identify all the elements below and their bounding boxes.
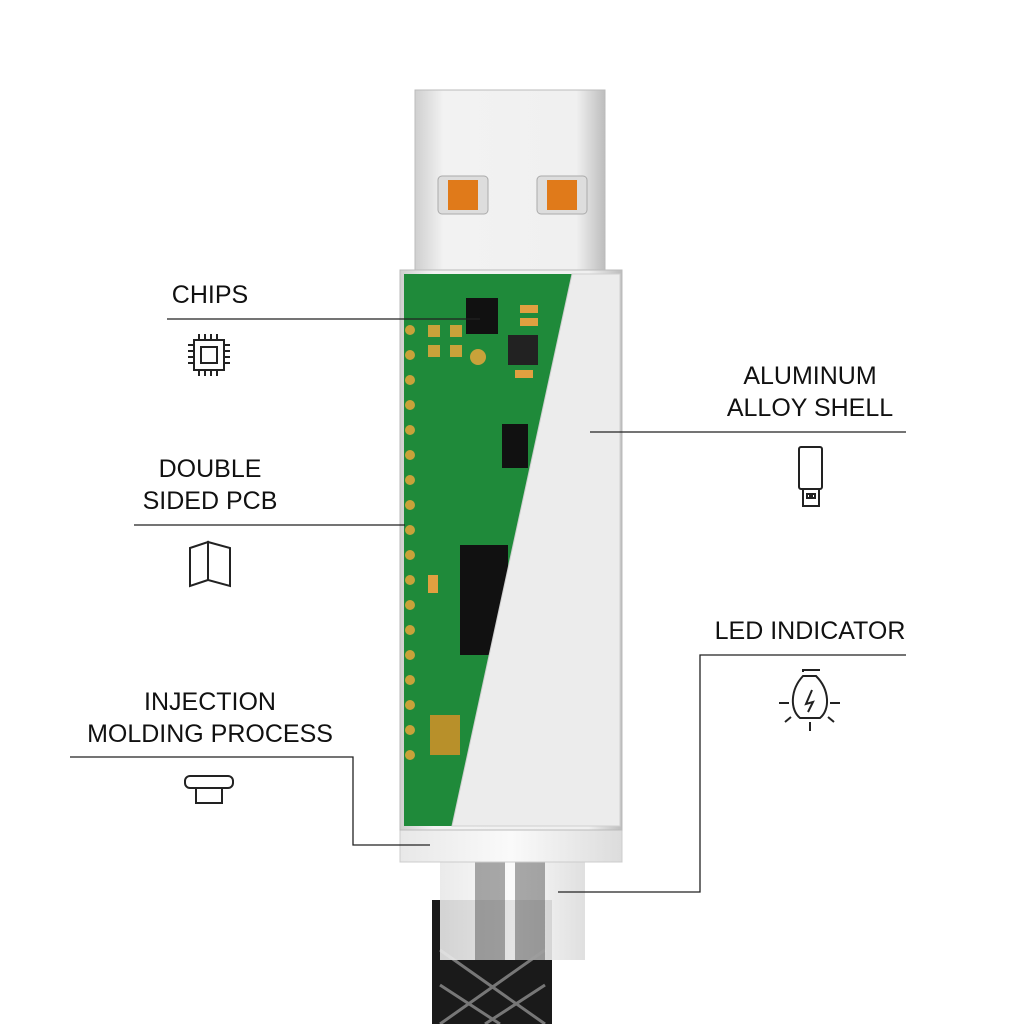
usb-stick-icon (798, 446, 823, 507)
pcb-label-line2: SIDED PCB (142, 487, 278, 515)
shell-label-line2: ALLOY SHELL (726, 394, 894, 422)
chip (466, 298, 498, 334)
pcb-label-line1: DOUBLE (158, 455, 262, 483)
contact-left (448, 180, 478, 210)
overmold-base (399, 827, 623, 863)
callout-lines (70, 318, 906, 893)
pcb-board (404, 274, 572, 826)
aluminum-shell (451, 273, 621, 827)
led-label: LED INDICATOR (714, 617, 906, 645)
chips-label: CHIPS (171, 281, 249, 309)
shell-label-line1: ALUMINUM (743, 362, 877, 390)
folded-board-icon (189, 540, 231, 588)
lightbulb-icon (779, 669, 840, 731)
contact-right (547, 180, 577, 210)
molding-label-line1: INJECTION (144, 688, 276, 716)
usb-plug (414, 89, 606, 273)
plug-cap-icon (184, 775, 234, 804)
molded-neck (440, 860, 585, 960)
molding-label-line2: MOLDING PROCESS (87, 720, 333, 748)
chip-icon (188, 334, 230, 376)
